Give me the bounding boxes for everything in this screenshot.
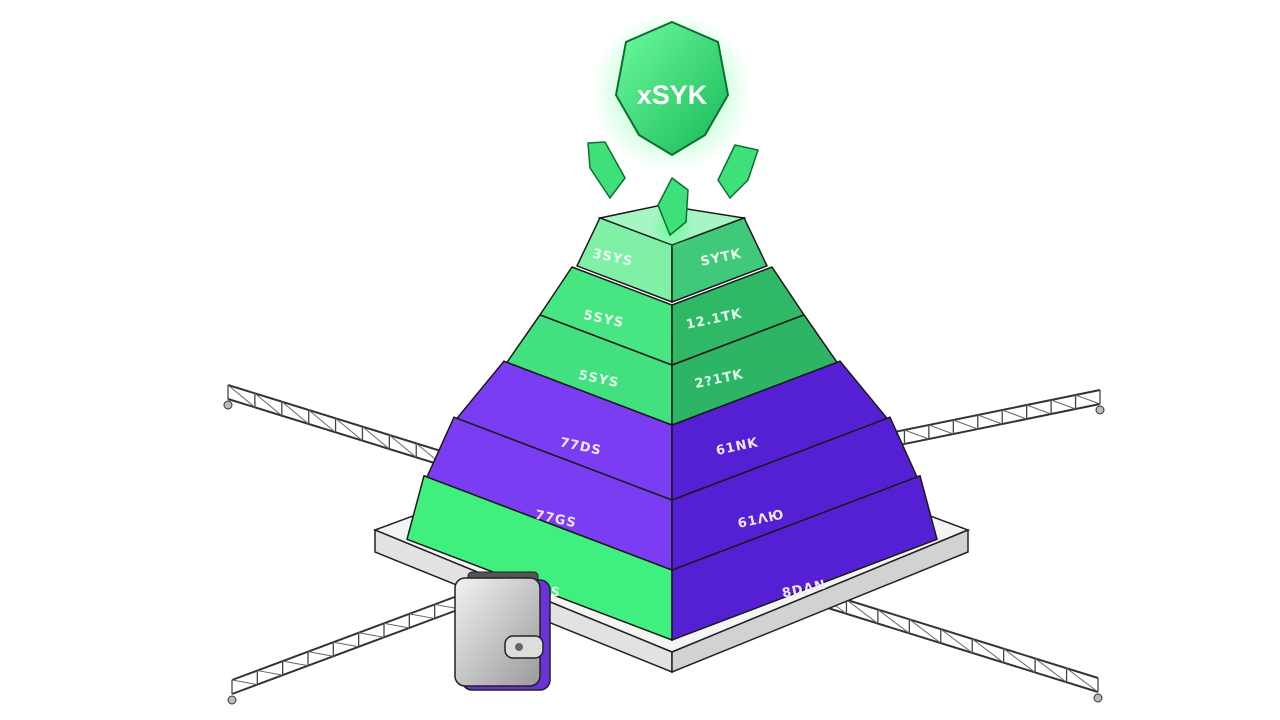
wallet-icon (454, 571, 551, 691)
tier-right-face (671, 266, 806, 367)
token-label: xSYK (637, 80, 708, 110)
token-badge: xSYK (592, 12, 752, 172)
crystal-icon (587, 141, 759, 237)
